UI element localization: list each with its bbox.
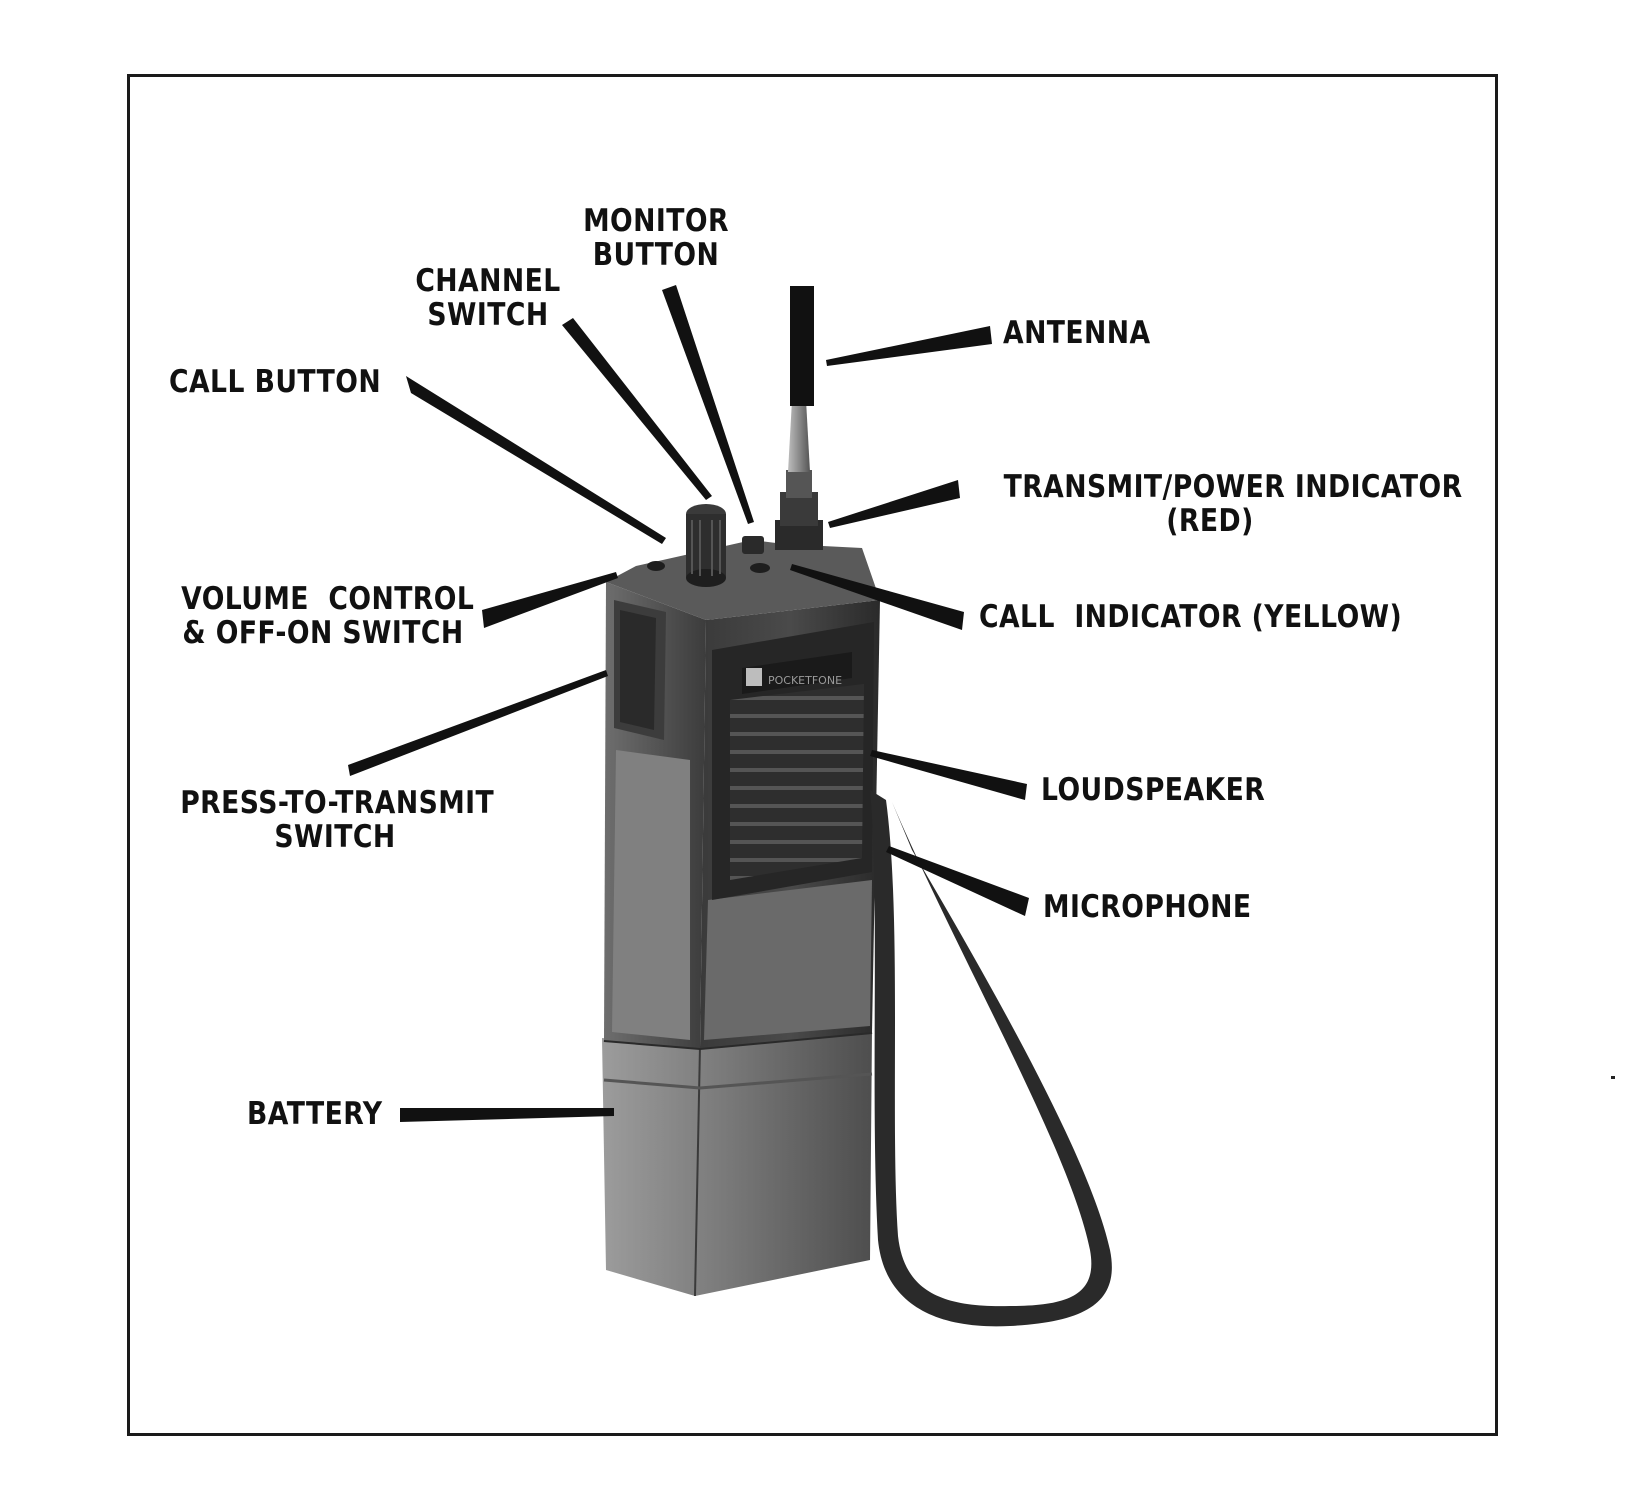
top-controls (647, 504, 770, 587)
leader-volume-control (482, 572, 618, 628)
antenna (775, 286, 823, 550)
scan-speck (1611, 1076, 1615, 1079)
leader-lines (348, 285, 1029, 1122)
label-loudspeaker: LOUDSPEAKER (1041, 772, 1266, 808)
label-call-button: CALL BUTTON (169, 364, 382, 400)
label-monitor-button: MONITOR BUTTON (583, 203, 729, 273)
brand-plate-text: POCKETFONE (768, 674, 842, 687)
battery-pack (602, 1030, 873, 1297)
radio-body: POCKETFONE (604, 540, 880, 1048)
leader-channel-switch (562, 318, 712, 500)
figure-frame (127, 74, 1498, 1436)
label-microphone: MICROPHONE (1043, 889, 1252, 925)
wrist-strap (870, 790, 1112, 1327)
leader-microphone (886, 846, 1029, 916)
label-battery: BATTERY (247, 1096, 383, 1132)
label-press-to-transmit: PRESS-TO-TRANSMIT SWITCH (180, 785, 495, 855)
leader-call-indicator (790, 564, 964, 630)
label-transmit-power-indicator: TRANSMIT/POWER INDICATOR (RED) (1003, 469, 1463, 539)
label-volume-control: VOLUME CONTROL & OFF-ON SWITCH (181, 581, 475, 651)
leader-battery (400, 1108, 614, 1122)
label-antenna: ANTENNA (1003, 315, 1151, 351)
label-call-indicator: CALL INDICATOR (YELLOW) (979, 599, 1403, 635)
leader-monitor-button (662, 285, 754, 524)
leader-transmit-indicator (828, 480, 960, 528)
leader-press-to-transmit (348, 670, 608, 776)
leader-call-button (406, 376, 666, 544)
label-channel-switch: CHANNEL SWITCH (415, 263, 561, 333)
leader-loudspeaker (870, 750, 1027, 800)
leader-antenna (826, 326, 992, 366)
